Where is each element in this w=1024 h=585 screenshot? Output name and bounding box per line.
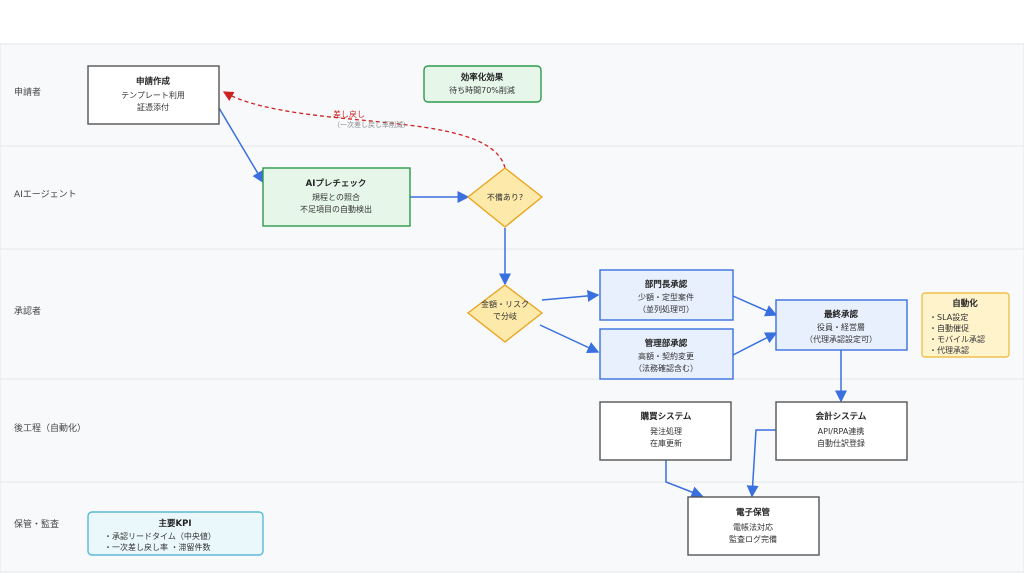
- lane-label-approver: 承認者: [14, 305, 41, 317]
- node-ai-check-line-1: 規程との照合: [312, 192, 360, 202]
- edge-branch-to-admin: [539, 324, 600, 354]
- node-dept-approval-line-1: 少額・定型案件: [638, 292, 694, 302]
- node-final-approval-title: 最終承認: [824, 309, 859, 320]
- node-branch[interactable]: 金額・リスク で分岐: [466, 284, 544, 343]
- sendback-sublabel: （一次差し戻し率削減）: [333, 120, 410, 129]
- node-accounting[interactable]: 会計システム API/RPA連携 自動仕訳登録: [775, 401, 908, 461]
- node-storage-line-2: 監査ログ完備: [729, 534, 777, 544]
- edge-purchasing-to-storage: [665, 460, 704, 498]
- node-kpi-title: 主要KPI: [159, 518, 192, 529]
- node-kpi-line-2: ・一次差し戻し率 ・滞留件数: [104, 542, 211, 552]
- edge-admin-to-final: [732, 332, 778, 356]
- node-admin-approval-title: 管理部承認: [645, 338, 688, 349]
- node-final-approval-line-2: （代理承認設定可）: [805, 334, 877, 344]
- node-create-title: 申請作成: [136, 76, 171, 87]
- node-automation-title: 自動化: [952, 298, 978, 309]
- node-create-line-2: 証憑添付: [137, 102, 169, 112]
- edge-create-to-aicheck: [218, 107, 264, 184]
- node-purchasing-line-1: 発注処理: [650, 426, 682, 436]
- lane-label-ai: AIエージェント: [14, 190, 77, 200]
- sendback-label: 差し戻し: [333, 109, 365, 119]
- node-automation-note: 自動化 ・SLA設定 ・自動催促 ・モバイル承認 ・代理承認: [921, 292, 1010, 358]
- lane-label-applicant: 申請者: [14, 86, 41, 98]
- node-storage-title: 電子保管: [736, 507, 771, 518]
- node-kpi-line-1: ・承認リードタイム（中央値）: [104, 531, 216, 541]
- node-efficiency-line-1: 待ち時間70%削減: [449, 85, 515, 95]
- node-deficiency-title: 不備あり?: [487, 192, 523, 202]
- node-automation-line-4: ・代理承認: [929, 345, 969, 355]
- node-create[interactable]: 申請作成 テンプレート利用 証憑添付: [87, 65, 220, 125]
- node-efficiency-title: 効率化効果: [461, 72, 504, 83]
- node-final-approval[interactable]: 最終承認 役員・経営層 （代理承認設定可）: [775, 299, 908, 351]
- node-ai-check[interactable]: AIプレチェック 規程との照合 不足項目の自動検出: [262, 167, 411, 227]
- node-dept-approval-line-2: （並列処理可）: [638, 304, 694, 314]
- node-storage[interactable]: 電子保管 電帳法対応 監査ログ完備: [687, 496, 820, 556]
- node-admin-approval-line-2: （法務確認含む）: [634, 363, 698, 373]
- lane-label-post: 後工程（自動化）: [14, 422, 86, 434]
- lane-label-archive: 保管・監査: [14, 518, 59, 530]
- node-dept-approval[interactable]: 部門長承認 少額・定型案件 （並列処理可）: [599, 269, 734, 321]
- node-efficiency: 効率化効果 待ち時間70%削減: [423, 65, 542, 103]
- node-accounting-line-1: API/RPA連携: [818, 426, 865, 436]
- node-admin-approval[interactable]: 管理部承認 高額・契約変更 （法務確認含む）: [599, 328, 734, 380]
- node-ai-check-line-2: 不足項目の自動検出: [300, 204, 372, 214]
- node-purchasing-line-2: 在庫更新: [650, 438, 682, 448]
- node-automation-line-3: ・モバイル承認: [929, 334, 985, 344]
- node-purchasing-title: 購買システム: [640, 411, 692, 422]
- node-purchasing[interactable]: 購買システム 発注処理 在庫更新: [599, 401, 732, 461]
- node-dept-approval-title: 部門長承認: [645, 279, 688, 290]
- node-accounting-line-2: 自動仕訳登録: [817, 438, 865, 448]
- node-final-approval-line-1: 役員・経営層: [817, 322, 865, 332]
- node-storage-line-1: 電帳法対応: [733, 522, 773, 532]
- node-accounting-title: 会計システム: [815, 411, 867, 422]
- node-kpi: 主要KPI ・承認リードタイム（中央値） ・一次差し戻し率 ・滞留件数: [87, 511, 264, 556]
- node-ai-check-title: AIプレチェック: [306, 178, 367, 189]
- edge-branch-to-dept: [541, 289, 600, 302]
- edge-dept-to-final: [732, 295, 778, 317]
- edge-accounting-to-storage: [746, 429, 776, 498]
- node-automation-line-2: ・自動催促: [929, 323, 969, 333]
- node-create-line-1: テンプレート利用: [121, 90, 185, 100]
- node-deficiency[interactable]: 不備あり?: [466, 167, 544, 228]
- node-admin-approval-line-1: 高額・契約変更: [638, 351, 694, 361]
- node-automation-line-1: ・SLA設定: [929, 312, 968, 322]
- node-branch-title: 金額・リスク: [481, 299, 529, 309]
- edge-sendback: [222, 91, 506, 169]
- node-branch-line-1: で分岐: [493, 311, 517, 321]
